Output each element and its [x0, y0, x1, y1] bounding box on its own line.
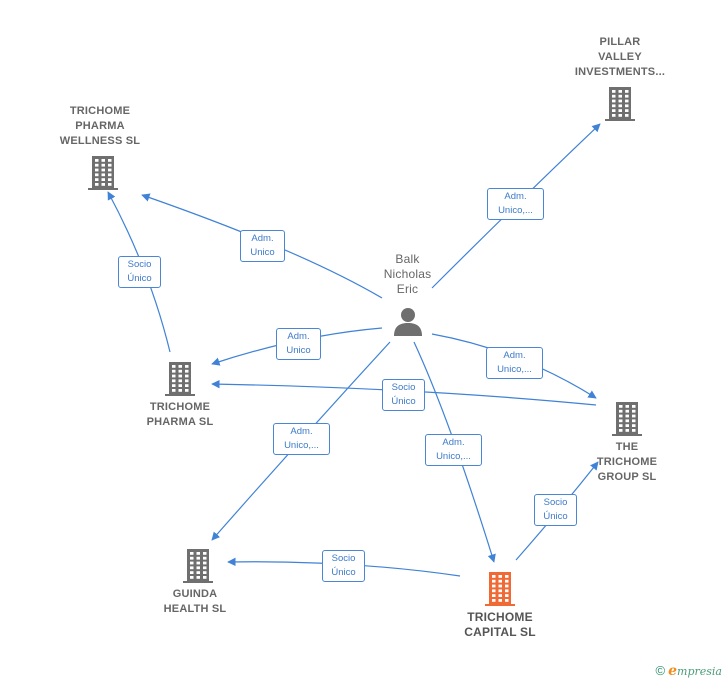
edge-label-balk-pharma-wellness[interactable]: Adm. Unico — [240, 230, 285, 262]
node-pillar-valley[interactable]: PILLAR VALLEY INVESTMENTS... — [560, 35, 680, 125]
edge-label-balk-pillar[interactable]: Adm. Unico,... — [487, 188, 544, 220]
building-icon — [165, 362, 195, 396]
edge-label-capital-group[interactable]: Socio Único — [534, 494, 577, 526]
node-trichome-capital[interactable]: TRICHOME CAPITAL SL — [440, 570, 560, 645]
edge-label-capital-guinda[interactable]: Socio Único — [322, 550, 365, 582]
brand-logo-e: e — [668, 663, 678, 679]
node-balk-nicholas-eric[interactable]: Balk Nicholas Eric — [360, 252, 455, 342]
building-icon — [183, 549, 213, 583]
building-icon — [88, 156, 118, 190]
node-label: TRICHOME PHARMA WELLNESS SL — [59, 105, 141, 147]
person-icon — [394, 308, 422, 336]
copyright-symbol: © — [655, 663, 666, 678]
building-icon — [605, 87, 635, 121]
building-icon-focus — [485, 572, 515, 606]
edge-label-balk-pharma[interactable]: Adm. Unico — [276, 328, 321, 360]
node-the-trichome-group[interactable]: THE TRICHOME GROUP SL — [567, 400, 687, 490]
node-trichome-pharma[interactable]: TRICHOME PHARMA SL — [120, 360, 240, 435]
node-label: TRICHOME CAPITAL SL — [464, 610, 536, 639]
edge-label-balk-group[interactable]: Adm. Unico,... — [486, 347, 543, 379]
edge-label-balk-guinda[interactable]: Adm. Unico,... — [273, 423, 330, 455]
node-label: TRICHOME PHARMA SL — [146, 401, 214, 428]
node-trichome-pharma-wellness[interactable]: TRICHOME PHARMA WELLNESS SL — [40, 104, 160, 194]
brand-logo-text: mpresia — [677, 665, 722, 678]
edge-label-group-pharma[interactable]: Socio Único — [382, 379, 425, 411]
node-label: GUINDA HEALTH SL — [163, 588, 227, 615]
node-guinda-health[interactable]: GUINDA HEALTH SL — [135, 547, 255, 622]
building-icon — [612, 402, 642, 436]
node-label: PILLAR VALLEY INVESTMENTS... — [574, 36, 666, 78]
edge-label-balk-capital[interactable]: Adm. Unico,... — [425, 434, 482, 466]
node-label: Balk Nicholas Eric — [383, 252, 432, 296]
edge-label-pharma-pharma-wellness[interactable]: Socio Único — [118, 256, 161, 288]
node-label: THE TRICHOME GROUP SL — [596, 441, 658, 483]
empresia-watermark: © empresia — [655, 663, 722, 679]
